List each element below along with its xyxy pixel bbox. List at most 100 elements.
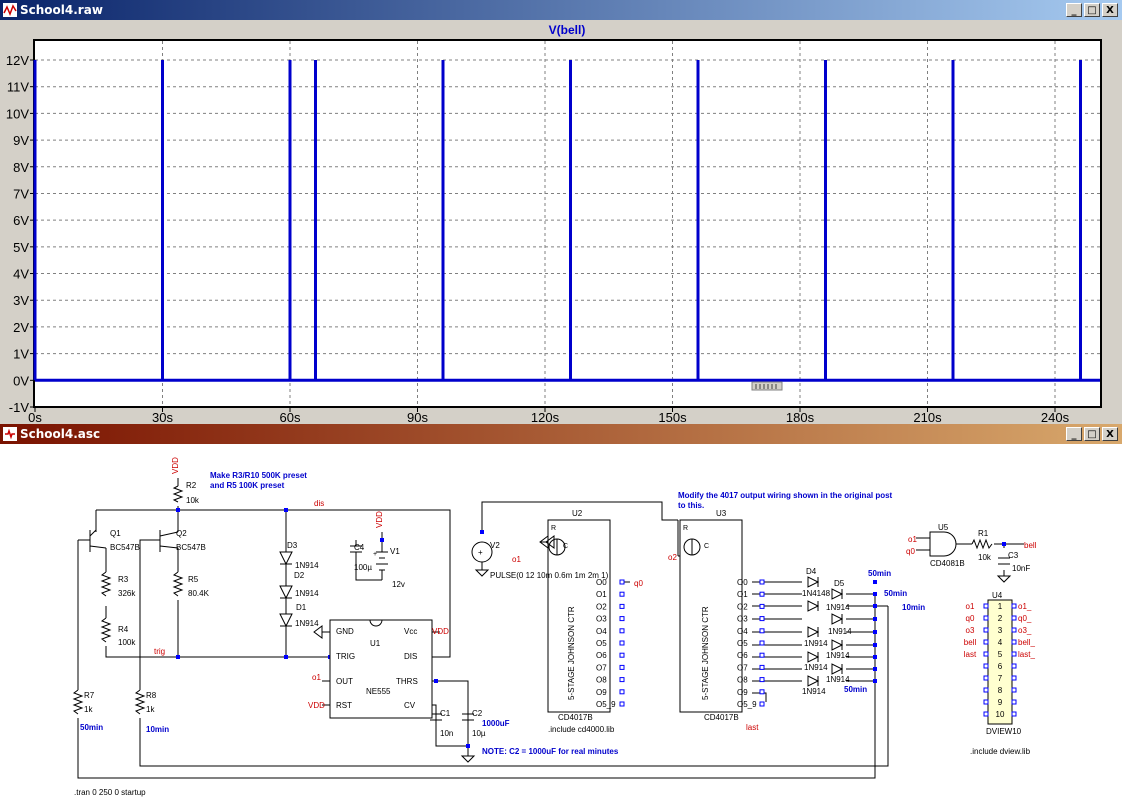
transistor-q1[interactable] xyxy=(89,529,107,552)
counter-pin-label: O0 xyxy=(596,578,607,587)
schematic-text: VDD VDD Make R3/R10 500K preset and R5 1… xyxy=(74,457,1037,797)
value-u2: CD4017B xyxy=(558,713,593,722)
ic-u2-cd4017[interactable] xyxy=(539,519,611,713)
counter-pin-label: O0 xyxy=(737,578,748,587)
ic-u4-dview[interactable] xyxy=(987,599,1013,725)
counter-pin-label: O6 xyxy=(737,651,748,660)
counter-pin-label: O9 xyxy=(737,688,748,697)
ground-symbols xyxy=(313,535,1012,763)
label-d3: D3 xyxy=(287,541,298,550)
resistor-r4[interactable] xyxy=(100,617,112,643)
bus-junction xyxy=(873,667,877,671)
dview-input-net: bell xyxy=(964,638,977,647)
close-button[interactable]: X xyxy=(1102,3,1118,17)
diode-d1[interactable] xyxy=(279,612,293,630)
note-c2: NOTE: C2 = 1000uF for real minutes xyxy=(482,747,619,756)
counter-pin-label: O2 xyxy=(737,602,748,611)
resistor-r2[interactable] xyxy=(172,485,184,503)
waveform-icon xyxy=(3,3,17,17)
label-r8-min: 10min xyxy=(146,725,169,734)
maximize-button[interactable]: □ xyxy=(1084,3,1100,17)
pin-stub xyxy=(759,652,765,658)
pin-vcc: Vcc xyxy=(404,627,417,636)
dview-pin-out xyxy=(1011,603,1017,609)
schematic-canvas[interactable]: .w{stroke:#000;stroke-width:1;fill:none;… xyxy=(0,444,1122,806)
dview-input-net: o3 xyxy=(966,626,975,635)
capacitor-c2[interactable] xyxy=(462,713,474,721)
output-diode-array[interactable] xyxy=(807,576,877,687)
minimize-button[interactable]: _ xyxy=(1066,427,1082,441)
pin-stub xyxy=(759,579,765,585)
pin-c: C xyxy=(563,543,568,550)
gate-u5-and[interactable] xyxy=(929,531,957,557)
value-v1: 12v xyxy=(392,580,405,589)
label-d4: D4 xyxy=(806,567,817,576)
plot-area[interactable] xyxy=(33,39,1102,408)
pin-stub xyxy=(759,640,765,646)
output-diode xyxy=(807,600,820,612)
resistor-r7[interactable] xyxy=(72,689,84,715)
minimize-button[interactable]: _ xyxy=(1066,3,1082,17)
counter-pin-label: O6 xyxy=(596,651,607,660)
net-q0: q0 xyxy=(634,579,643,588)
label-50min-a: 50min xyxy=(868,569,891,578)
maximize-button[interactable]: □ xyxy=(1084,427,1100,441)
dview-input-net: o1 xyxy=(966,602,975,611)
close-button[interactable]: X xyxy=(1102,427,1118,441)
label-c1: C1 xyxy=(440,709,451,718)
source-v2[interactable]: + xyxy=(471,541,493,563)
output-diode xyxy=(831,639,844,651)
resistor-r5[interactable] xyxy=(172,571,184,597)
pin-stub xyxy=(759,591,765,597)
y-tick-label: -1V xyxy=(9,400,30,415)
dview-pin-out xyxy=(1011,711,1017,717)
value-d3: 1N914 xyxy=(295,561,319,570)
ic-u1-ne555[interactable] xyxy=(329,619,433,719)
waveform-titlebar[interactable]: School4.raw _ □ X xyxy=(0,0,1122,20)
diode-d2[interactable] xyxy=(279,584,293,600)
label-c2-value: 1000uF xyxy=(482,719,510,728)
value-u4: DVIEW10 xyxy=(986,727,1022,736)
dview-row-number: 3 xyxy=(998,626,1003,635)
output-diode xyxy=(807,626,820,638)
net-last: last xyxy=(746,723,759,732)
x-tick-label: 240s xyxy=(1041,410,1070,424)
counter-label-u2: 5-STAGE JOHNSON CTR xyxy=(567,606,576,700)
resistor-r3[interactable] xyxy=(100,571,112,597)
label-r1: R1 xyxy=(978,529,989,538)
scroll-grip[interactable] xyxy=(751,381,783,391)
dview-pin-out xyxy=(1011,639,1017,645)
dview-pin-in xyxy=(983,651,989,657)
value-d2: 1N914 xyxy=(295,589,319,598)
counter-pin-label: O5_9 xyxy=(737,700,757,709)
trace-label[interactable]: V(bell) xyxy=(549,23,586,37)
transistor-q2[interactable] xyxy=(159,530,179,552)
label-q2: Q2 xyxy=(176,529,187,538)
dview-row-number: 6 xyxy=(998,662,1003,671)
value-c1: 10n xyxy=(440,729,453,738)
ic-u3-cd4017[interactable] xyxy=(679,519,743,713)
counter-pin-label: O9 xyxy=(596,688,607,697)
vdd-label: VDD xyxy=(171,457,180,474)
schematic-titlebar[interactable]: School4.asc _ □ X xyxy=(0,424,1122,444)
resistor-r1[interactable] xyxy=(971,538,993,550)
capacitor-c4[interactable] xyxy=(350,545,362,560)
schematic-window-controls: _ □ X xyxy=(1066,427,1118,441)
pin-stub xyxy=(619,640,625,646)
diode-d3[interactable] xyxy=(279,540,293,566)
label-r3: R3 xyxy=(118,575,129,584)
y-tick-label: 1V xyxy=(13,347,29,362)
dview-pin-in xyxy=(983,699,989,705)
y-tick-label: 9V xyxy=(13,133,29,148)
dview-pin-in xyxy=(983,711,989,717)
resistor-r8[interactable] xyxy=(134,689,146,715)
battery-v1[interactable]: + xyxy=(373,546,388,574)
counter-pin-label: O4 xyxy=(737,627,748,636)
dview-pin-in xyxy=(983,663,989,669)
pin-stub xyxy=(619,677,625,683)
value-u3: CD4017B xyxy=(704,713,739,722)
capacitor-c3[interactable] xyxy=(998,557,1010,565)
pin-trig: TRIG xyxy=(336,652,355,661)
dview-row-number: 10 xyxy=(996,710,1005,719)
